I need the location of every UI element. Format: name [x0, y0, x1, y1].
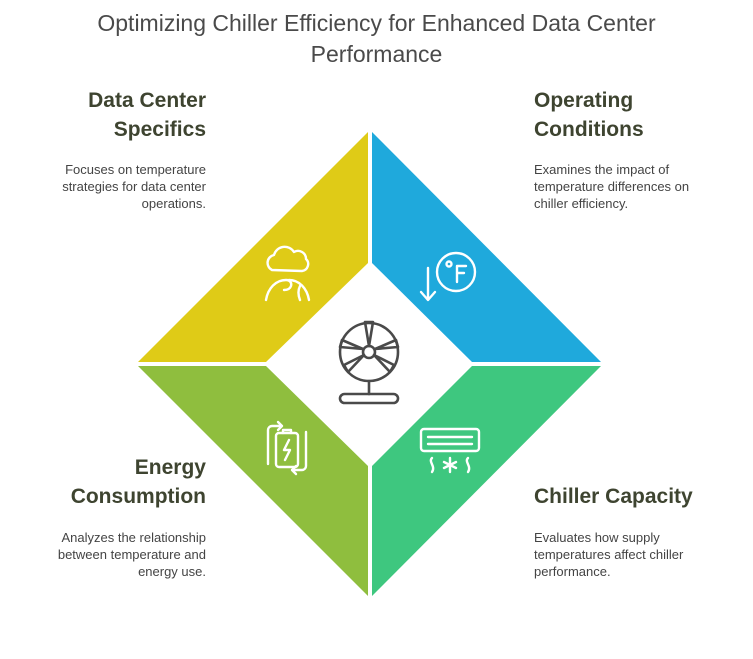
description-line: strategies for data center: [62, 179, 206, 194]
quadrant-operating-conditions: [372, 132, 601, 362]
description-line: Focuses on temperature: [65, 162, 206, 177]
heading-line: Consumption: [70, 485, 206, 508]
description-operating-conditions: Examines the impact of temperature diffe…: [534, 161, 739, 212]
description-line: energy use.: [138, 564, 206, 579]
description-data-center-specifics: Focuses on temperature strategies for da…: [20, 161, 206, 212]
fan-icon: [338, 320, 400, 405]
title-line-2: Performance: [310, 41, 443, 67]
description-line: Analyzes the relationship: [61, 530, 206, 545]
heading-line: Operating: [534, 89, 634, 112]
description-line: operations.: [141, 196, 206, 211]
title-line-1: Optimizing Chiller Efficiency for Enhanc…: [97, 10, 656, 36]
heading-line: Data Center: [88, 89, 206, 112]
air-conditioner-icon: [419, 427, 481, 474]
description-line: temperatures affect chiller: [534, 547, 684, 562]
quadrant-energy-consumption: [138, 366, 368, 596]
description-chiller-capacity: Evaluates how supply temperatures affect…: [534, 529, 739, 580]
heading-energy-consumption: Energy Consumption: [30, 453, 206, 511]
heading-line: Conditions: [534, 118, 644, 141]
description-line: chiller efficiency.: [534, 196, 629, 211]
heading-line: Specifics: [113, 118, 206, 141]
battery-cycle-icon: [266, 420, 308, 476]
description-line: temperature differences on: [534, 179, 690, 194]
heading-line: Energy: [134, 456, 206, 479]
quadrant-chiller-capacity: [372, 366, 601, 596]
description-line: Evaluates how supply: [534, 530, 660, 545]
heading-chiller-capacity: Chiller Capacity: [534, 482, 744, 511]
fahrenheit-down-icon: [419, 251, 477, 302]
description-line: between temperature and: [57, 547, 206, 562]
quadrant-data-center-specifics: [138, 132, 368, 362]
heading-line: Chiller Capacity: [534, 485, 693, 508]
description-energy-consumption: Analyzes the relationship between temper…: [20, 529, 206, 580]
heading-operating-conditions: Operating Conditions: [534, 86, 734, 144]
heading-data-center-specifics: Data Center Specifics: [30, 86, 206, 144]
page-title: Optimizing Chiller Efficiency for Enhanc…: [0, 8, 753, 70]
description-line: Examines the impact of: [534, 162, 670, 177]
cloud-hands-icon: [264, 245, 311, 302]
description-line: performance.: [534, 564, 611, 579]
